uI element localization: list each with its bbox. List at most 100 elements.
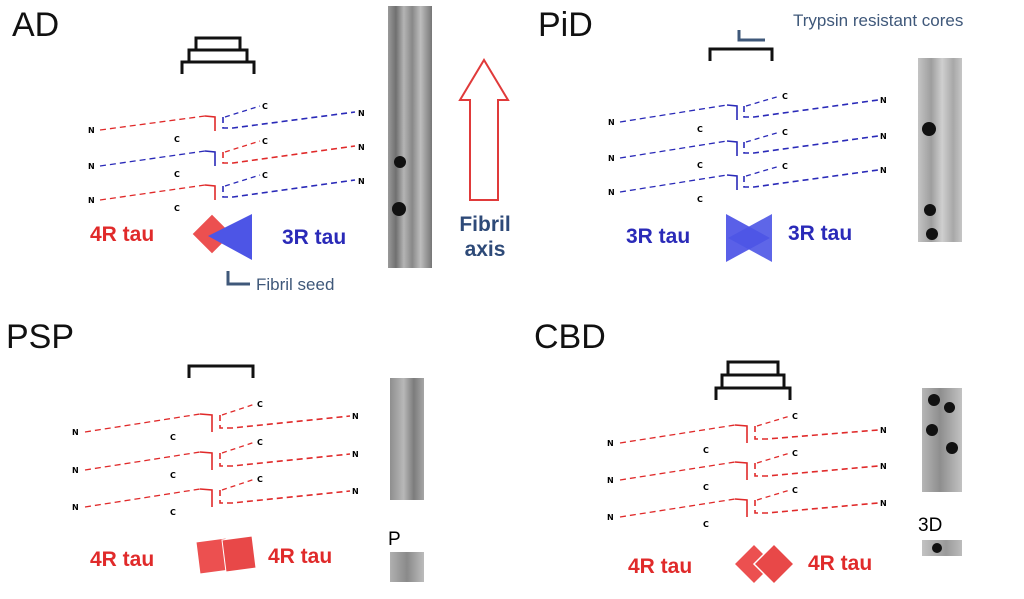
pid-n-terminal: N [608,118,615,127]
fibril-axis-line2: axis [464,238,506,262]
ad-micrograph [388,6,432,268]
cbd-micrograph [922,388,962,492]
cbd-core-bracket-3 [714,386,792,400]
cbd-left-label: 4R tau [628,555,693,578]
ad-n-terminal: N [88,126,95,135]
ad-n-terminal: N [88,162,95,171]
pid-c-terminal: C [697,195,703,204]
cbd-strand-1 [619,415,879,444]
pid-c-terminal: C [782,128,788,137]
ad-core-bracket-2 [187,48,249,62]
ad-left-label: 4R tau [90,223,155,246]
pid-c-terminal: C [782,92,788,101]
cbd-4r-diamond-right-icon [752,542,796,586]
ad-core-bracket-1 [194,36,242,50]
pid-left-label: 3R tau [626,225,691,248]
ad-n-terminal: N [358,143,365,152]
ad-core-bracket-3 [180,60,256,74]
psp-n-terminal: N [72,466,79,475]
ad-n-terminal: N [358,109,365,118]
cbd-strand-3 [619,489,879,518]
psp-n-terminal: N [72,428,79,437]
pid-n-terminal: N [880,166,887,175]
pid-n-terminal: N [880,96,887,105]
ad-c-terminal: C [174,204,180,213]
pid-strand-3 [619,165,879,193]
psp-c-terminal: C [257,400,263,409]
psp-c-terminal: C [170,433,176,442]
psp-right-label: 4R tau [268,545,333,568]
cbd-c-terminal: C [792,486,798,495]
cbd-c-terminal: C [792,412,798,421]
ad-strand-1 [99,105,356,131]
cbd-c-terminal: C [703,446,709,455]
pid-c-terminal: C [782,162,788,171]
pid-core-arrow-icon [737,30,765,42]
ad-strand-2 [99,140,356,167]
ad-note: Fibril seed [256,275,335,294]
cbd-n-terminal: N [607,439,614,448]
ad-c-terminal: C [262,137,268,146]
pid-right-label: 3R tau [788,222,853,245]
cbd-micrograph-lower [922,540,962,556]
cbd-c-terminal: C [703,483,709,492]
ad-seed-arrow-icon [226,271,250,286]
panel-title-cbd: CBD [534,318,606,356]
cbd-c-terminal: C [703,520,709,529]
cbd-right-label: 4R tau [808,552,873,575]
psp-strand-3 [84,478,351,508]
psp-left-label: 4R tau [90,548,155,571]
panel-title-ad: AD [12,6,60,44]
psp-n-terminal: N [352,450,359,459]
cbd-c-terminal: C [792,449,798,458]
panel-title-psp: PSP [6,318,75,356]
psp-c-terminal: C [257,475,263,484]
pid-strand-2 [619,131,879,159]
psp-4r-square-right-icon [221,535,257,573]
pid-core-bracket [708,47,774,61]
psp-c-terminal: C [170,508,176,517]
pid-3r-triangle-right-icon [728,214,772,262]
pid-c-terminal: C [697,161,703,170]
psp-n-terminal: N [352,487,359,496]
ad-c-terminal: C [174,170,180,179]
cbd-clipped-label: 3D [918,515,943,536]
psp-micrograph [390,378,424,500]
pid-n-terminal: N [880,132,887,141]
ad-c-terminal: C [174,135,180,144]
cbd-n-terminal: N [607,513,614,522]
ad-right-label: 3R tau [282,226,347,249]
cbd-core-bracket-2 [720,373,786,387]
psp-core-bracket [187,364,255,378]
ad-n-terminal: N [358,177,365,186]
ad-strand-3 [99,174,356,201]
psp-micrograph-lower [390,552,424,582]
ad-c-terminal: C [262,171,268,180]
panel-title-pid: PiD [538,6,593,44]
pid-n-terminal: N [608,154,615,163]
cbd-strand-2 [619,452,879,481]
psp-strand-2 [84,441,351,471]
psp-n-terminal: N [352,412,359,421]
fibril-axis-line1: Fibril [459,213,511,236]
psp-c-terminal: C [257,438,263,447]
cbd-n-terminal: N [880,426,887,435]
pid-n-terminal: N [608,188,615,197]
psp-n-terminal: N [72,503,79,512]
fibril-axis-label: Fibril axis [440,212,530,262]
pid-c-terminal: C [697,125,703,134]
pid-strand-1 [619,95,879,123]
pid-micrograph [918,58,962,242]
psp-strand-1 [84,403,351,433]
cbd-n-terminal: N [607,476,614,485]
ad-n-terminal: N [88,196,95,205]
ad-c-terminal: C [262,102,268,111]
ad-3r-triangle-icon [208,214,252,260]
psp-clipped-label: P [388,529,401,550]
cbd-n-terminal: N [880,462,887,471]
